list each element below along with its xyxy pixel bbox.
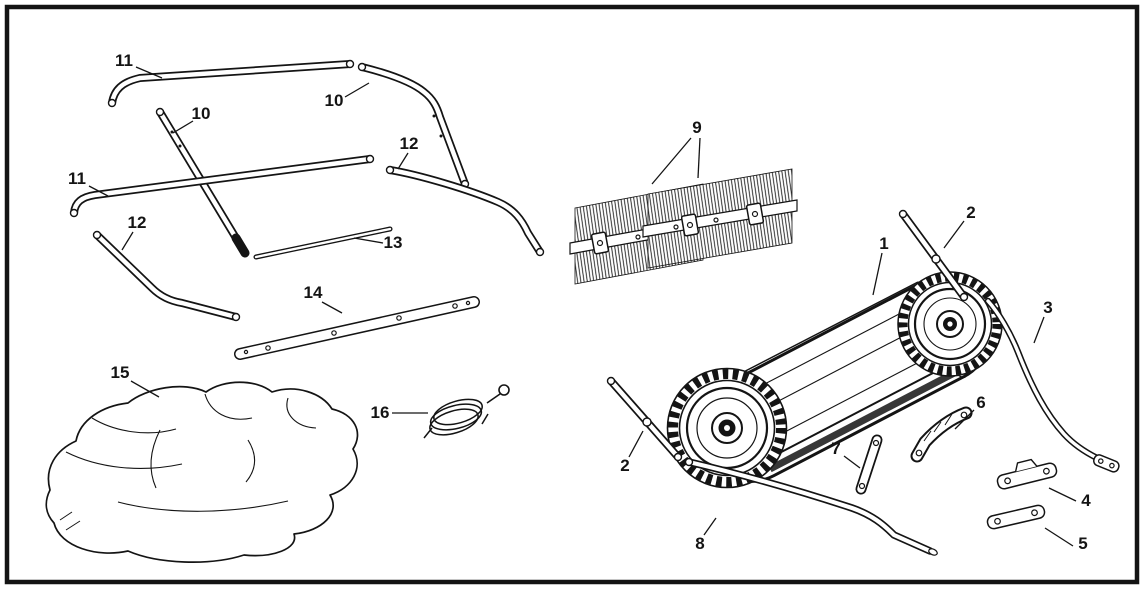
- part-label-2-left: 2: [620, 456, 629, 475]
- handle-lower-tube-left: [92, 230, 241, 322]
- callout-6: 6: [954, 393, 986, 430]
- part-label-13: 13: [384, 233, 403, 252]
- part-label-16: 16: [371, 403, 390, 422]
- part-label-1: 1: [879, 234, 888, 253]
- part-label-7: 7: [831, 439, 840, 458]
- long-bent-tube: [684, 457, 938, 556]
- part-label-9: 9: [692, 118, 701, 137]
- drilled-plate: [986, 504, 1046, 530]
- callout-1: 1: [872, 234, 889, 296]
- part-label-3: 3: [1043, 298, 1052, 317]
- drilled-flat-bar: [234, 296, 480, 360]
- callout-10-left: 10: [172, 104, 211, 134]
- handle-lower-tube-right: [385, 165, 545, 257]
- callout-11-left: 11: [68, 169, 109, 197]
- part-label-8: 8: [695, 534, 704, 553]
- drum-wheel-left: [666, 367, 788, 489]
- handle-tube-upper-right: [898, 209, 969, 302]
- part-label-4: 4: [1081, 491, 1091, 510]
- flat-strap: [855, 434, 883, 495]
- part-label-10-right: 10: [325, 91, 344, 110]
- part-label-14: 14: [304, 283, 323, 302]
- cross-rod: [253, 226, 393, 260]
- callout-14: 14: [304, 283, 343, 314]
- brace-end-cap: [231, 233, 250, 258]
- part-label-5: 5: [1078, 534, 1087, 553]
- callout-16: 16: [371, 403, 428, 422]
- hitch-bracket: [996, 458, 1058, 490]
- part-label-15: 15: [111, 363, 130, 382]
- brush-section-right: [642, 168, 798, 269]
- callout-10-right: 10: [325, 82, 370, 110]
- callout-12-left: 12: [121, 213, 147, 251]
- upper-handle-tube: [107, 59, 355, 108]
- callout-8: 8: [695, 517, 717, 553]
- cable-coil: [423, 384, 510, 439]
- handle-side-tube-right: [357, 62, 470, 189]
- part-label-12-right: 12: [400, 134, 419, 153]
- callout-13: 13: [353, 233, 403, 252]
- part-label-2-upper-right: 2: [966, 203, 975, 222]
- callout-9: 9: [651, 118, 702, 185]
- callout-15: 15: [111, 363, 160, 398]
- callout-12-right: 12: [397, 134, 419, 170]
- handle-assembly: [69, 59, 545, 322]
- callout-2-left: 2: [620, 430, 644, 475]
- part-label-6: 6: [976, 393, 985, 412]
- sweeper-drum-housing: [666, 271, 1003, 489]
- callouts: 11 10 10 12 11 12 13 14: [68, 51, 1091, 553]
- callout-11-top: 11: [115, 51, 163, 79]
- callout-7: 7: [831, 439, 861, 469]
- callout-5: 5: [1044, 527, 1088, 553]
- bent-support-rod: [984, 297, 1120, 473]
- callout-3: 3: [1033, 298, 1053, 344]
- part-label-11-top: 11: [115, 51, 133, 70]
- callout-4: 4: [1048, 487, 1091, 510]
- part-label-11-left: 11: [68, 169, 86, 188]
- drum-wheel-right: [897, 271, 1003, 377]
- part-label-10-left: 10: [192, 104, 211, 123]
- handle-tube-lower-left: [606, 376, 683, 462]
- brush-sections: [569, 168, 798, 285]
- collection-bag: [45, 381, 359, 563]
- curved-link-arm: [910, 406, 973, 463]
- middle-handle-tube: [69, 154, 375, 218]
- figure-border: [4, 4, 1140, 585]
- part-label-12-left: 12: [128, 213, 147, 232]
- callout-2-upper-right: 2: [943, 203, 976, 249]
